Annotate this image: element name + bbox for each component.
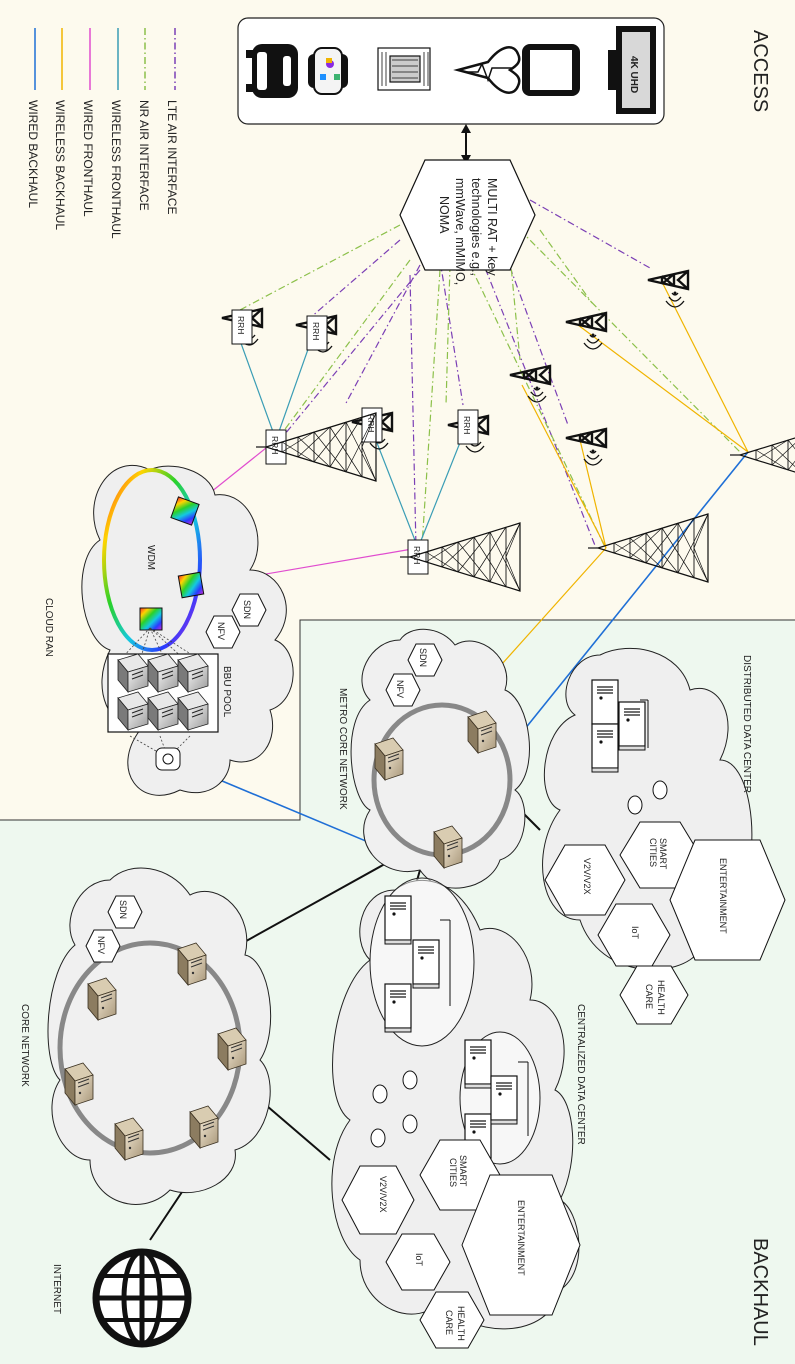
multi-rat-hexagon: MULTI RAT + key technologies e.g., mmWav… — [399, 159, 536, 285]
storage-icon — [402, 1114, 418, 1134]
wdm-label: WDM — [145, 545, 156, 570]
sdn-hexagon: SDN — [407, 643, 443, 677]
svg-text:RRH: RRH — [270, 436, 280, 454]
rrh-unit: RRH — [361, 407, 383, 443]
rrh-unit: RRH — [231, 309, 253, 345]
access-title: ACCESS — [749, 30, 771, 112]
access-devices-panel — [237, 17, 665, 125]
core-network: SDN NFV CORE NETWORK — [19, 867, 272, 1205]
rrh-unit: RRH — [306, 315, 328, 351]
globe-icon — [92, 1248, 192, 1348]
zone-divider — [0, 619, 795, 821]
wdm-mux-icon — [139, 607, 163, 631]
storage-icon — [627, 795, 643, 815]
svg-text:SDN: SDN — [118, 900, 128, 919]
smartwatch-icon — [308, 47, 348, 95]
svg-text:V2V/V2X: V2V/V2X — [582, 858, 592, 895]
router-icon — [155, 747, 181, 771]
svg-text:SMART: SMART — [458, 1155, 468, 1187]
legend-nr: NR AIR INTERFACE — [137, 100, 151, 211]
sdn-hexagon: SDN — [107, 895, 143, 929]
svg-text:SDN: SDN — [418, 648, 428, 667]
svg-text:HEALTH: HEALTH — [656, 980, 666, 1015]
multi-rat-line-3: mmWave, mMIMO, — [453, 178, 467, 285]
legend-wired-fronthaul: WIRED FRONTHAUL — [81, 100, 95, 217]
storage-icon — [402, 1070, 418, 1090]
metro-core-network: SDN NFV METRO CORE NETWORK — [337, 628, 530, 889]
app-hex-health-care: HEALTH CARE — [619, 965, 689, 1025]
svg-text:IoT: IoT — [414, 1253, 424, 1267]
smartphone-icon — [522, 44, 580, 96]
app-hex-entertainment: ENTERTAINMENT — [669, 839, 786, 961]
svg-text:SMART: SMART — [658, 838, 668, 870]
svg-text:RRH: RRH — [311, 322, 321, 340]
svg-text:CARE: CARE — [444, 1310, 454, 1335]
legend-wireless-fronthaul: WIRELESS FRONTHAUL — [109, 100, 123, 239]
sdn-hexagon: SDN — [231, 593, 267, 627]
svg-text:CITIES: CITIES — [448, 1158, 458, 1187]
heart-monitor-icon — [453, 46, 521, 94]
nfv-hexagon: NFV — [85, 929, 121, 963]
svg-text:CARE: CARE — [644, 984, 654, 1009]
rrh-unit: RRH — [457, 409, 479, 445]
rrh-unit: RRH — [265, 429, 287, 465]
cloud-ran-title: CLOUD RAN — [43, 598, 54, 657]
storage-icon — [370, 1128, 386, 1148]
legend: LTE AIR INTERFACE NR AIR INTERFACE WIREL… — [26, 28, 179, 239]
bbu-pool: BBU POOL — [107, 653, 232, 733]
svg-text:NFV: NFV — [216, 622, 226, 640]
svg-text:RRH: RRH — [462, 416, 472, 434]
distributed-dc-title: DISTRIBUTED DATA CENTER — [741, 655, 752, 793]
app-hex-v2v: V2V/V2X — [544, 844, 626, 916]
svg-text:ENTERTAINMENT: ENTERTAINMENT — [718, 858, 728, 934]
svg-text:HEALTH: HEALTH — [456, 1306, 466, 1341]
multi-rat-line-4: NOMA — [437, 196, 451, 234]
multi-rat-line-2: technologies e.g., — [469, 178, 483, 276]
svg-text:SDN: SDN — [242, 600, 252, 619]
svg-text:NFV: NFV — [96, 936, 106, 954]
nfv-hexagon: NFV — [385, 673, 421, 707]
tv-label: 4K UHD — [628, 56, 639, 93]
storage-icon — [652, 780, 668, 800]
multi-rat-line-1: MULTI RAT + key — [485, 178, 499, 276]
core-title: CORE NETWORK — [19, 1004, 30, 1087]
storage-icon — [372, 1084, 388, 1104]
app-hex-health-care: HEALTH CARE — [419, 1291, 485, 1349]
legend-lte: LTE AIR INTERFACE — [165, 100, 179, 214]
legend-wired-backhaul: WIRED BACKHAUL — [26, 100, 40, 208]
svg-text:CITIES: CITIES — [648, 838, 658, 867]
bbu-pool-label: BBU POOL — [221, 666, 232, 718]
car-icon — [246, 44, 298, 98]
svg-text:RRH: RRH — [236, 316, 246, 334]
building-icon — [377, 47, 431, 91]
wdm-mux-icon — [177, 571, 205, 599]
centralized-data-center: SMART CITIES ENTERTAINMENT V2V/V2X IoT H… — [331, 877, 586, 1349]
svg-text:NFV: NFV — [395, 680, 405, 698]
tv-icon: 4K UHD — [608, 26, 656, 114]
legend-wireless-backhaul: WIRELESS BACKHAUL — [53, 100, 67, 230]
nfv-hexagon: NFV — [205, 615, 241, 649]
app-hex-iot: IoT — [385, 1233, 451, 1291]
svg-text:IoT: IoT — [630, 926, 640, 940]
app-hex-entertainment: ENTERTAINMENT — [461, 1174, 581, 1316]
centralized-dc-title: CENTRALIZED DATA CENTER — [575, 1004, 586, 1145]
cloud-ran: WDM SDN NFV BBU POOL — [43, 464, 294, 796]
internet-label: INTERNET — [51, 1264, 62, 1314]
app-hex-iot: IoT — [597, 903, 671, 967]
app-hex-v2v: V2V/V2X — [341, 1165, 415, 1235]
backhaul-title: BACKHAUL — [749, 1238, 771, 1346]
svg-text:V2V/V2X: V2V/V2X — [378, 1176, 388, 1213]
metro-title: METRO CORE NETWORK — [337, 688, 348, 810]
wdm-mux-icon — [170, 496, 200, 526]
distributed-data-center: SMART CITIES ENTERTAINMENT V2V/V2X IoT H… — [542, 648, 786, 1025]
svg-text:ENTERTAINMENT: ENTERTAINMENT — [516, 1200, 526, 1276]
